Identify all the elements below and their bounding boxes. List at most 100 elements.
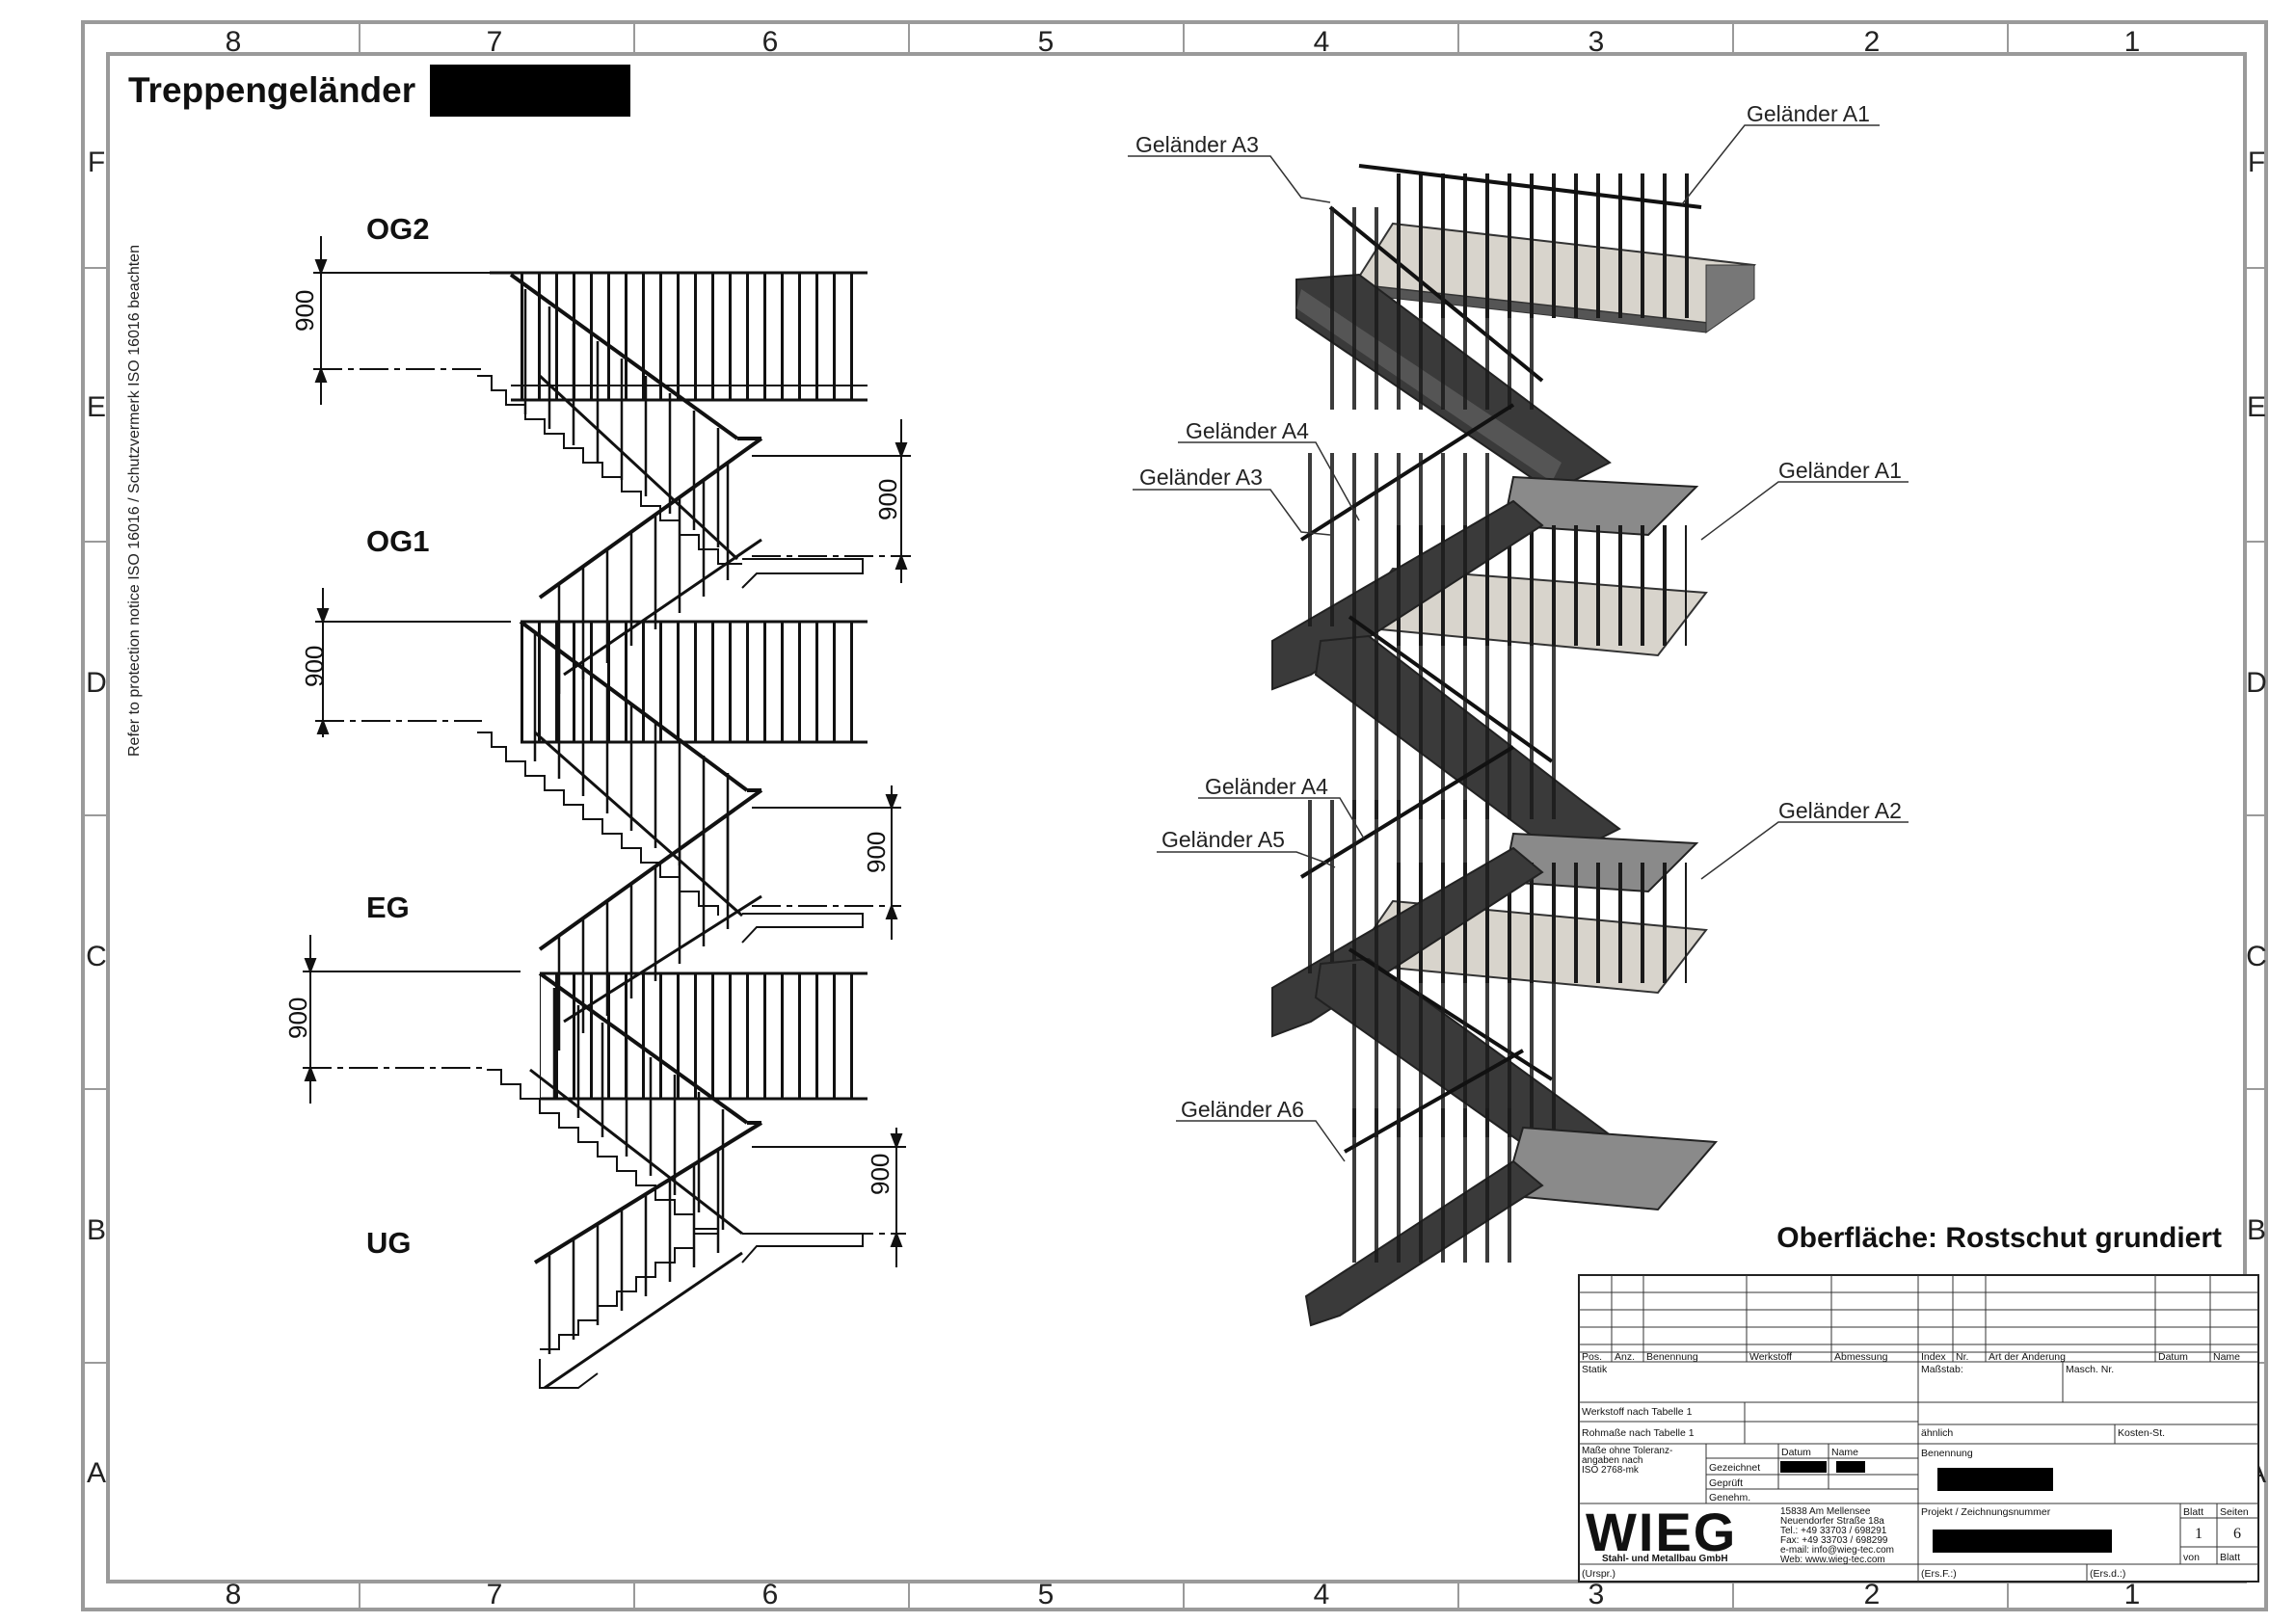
tb-werkstoff-tab: Werkstoff nach Tabelle 1 bbox=[1582, 1406, 1693, 1418]
callout-a4-lower: Geländer A4 bbox=[1205, 774, 1328, 799]
tb-von-label: von bbox=[2183, 1552, 2200, 1563]
dimension-eg-right: 900 bbox=[862, 832, 891, 873]
level-label-eg: EG bbox=[366, 891, 410, 924]
flight-3 bbox=[1314, 615, 1621, 860]
tb-geprueft: Geprüft bbox=[1709, 1477, 1743, 1489]
tb-header-pos: Pos. bbox=[1582, 1351, 1602, 1363]
callout-a3-upper: Geländer A3 bbox=[1139, 465, 1263, 490]
grid-row-right-E: E bbox=[2247, 391, 2266, 423]
grid-col-bottom-2: 2 bbox=[1864, 1579, 1881, 1610]
callout-a4-upper: Geländer A4 bbox=[1186, 418, 1309, 443]
grid-row-left-B: B bbox=[87, 1214, 106, 1246]
grid-col-bottom-7: 7 bbox=[487, 1579, 503, 1610]
company-address-3: Tel.: +49 33703 / 698291 bbox=[1780, 1526, 1887, 1536]
tb-tolerance-line2: angaben nach bbox=[1582, 1455, 1642, 1466]
company-address-2: Neuendorfer Straße 18a bbox=[1780, 1516, 1884, 1527]
flight-5 bbox=[1314, 947, 1621, 1173]
tb-benennung-label: Benennung bbox=[1921, 1448, 1973, 1459]
grid-row-left-D: D bbox=[86, 667, 107, 699]
grid-row-left-E: E bbox=[87, 391, 106, 423]
landing-railing-og2 bbox=[490, 271, 868, 402]
tb-header-benennung: Benennung bbox=[1646, 1351, 1698, 1363]
redacted-gezeichnet-datum bbox=[1780, 1461, 1827, 1473]
inner-frame bbox=[106, 52, 2247, 1583]
landing-railing-og1 bbox=[521, 620, 868, 744]
tb-masch-nr: Masch. Nr. bbox=[2066, 1364, 2114, 1375]
tb-aehnlich: ähnlich bbox=[1921, 1427, 1953, 1439]
stair-elevation-view: OG2 OG1 EG UG bbox=[283, 212, 911, 1390]
callout-a1-top: Geländer A1 bbox=[1747, 101, 1870, 126]
tb-massstab: Maßstab: bbox=[1921, 1364, 1963, 1375]
level-label-ug: UG bbox=[366, 1226, 412, 1260]
tb-blatt2-label: Blatt bbox=[2220, 1552, 2240, 1563]
tb-genehm: Genehm. bbox=[1709, 1492, 1750, 1503]
grid-col-bottom-3: 3 bbox=[1589, 1579, 1605, 1610]
redacted-benennung bbox=[1937, 1468, 2053, 1491]
grid-row-left-F: F bbox=[88, 146, 105, 178]
tb-col-datum: Datum bbox=[1781, 1447, 1811, 1458]
tb-col-name: Name bbox=[1831, 1447, 1858, 1458]
callout-a3-top: Geländer A3 bbox=[1135, 132, 1259, 157]
grid-row-left-A: A bbox=[87, 1457, 106, 1489]
protection-notice: Refer to protection notice ISO 16016 / S… bbox=[126, 245, 143, 757]
dimension-ug-right: 900 bbox=[866, 1154, 894, 1195]
dimension-og2: 900 bbox=[290, 290, 319, 332]
grid-row-left-C: C bbox=[86, 941, 107, 972]
grid-col-top-7: 7 bbox=[487, 26, 503, 58]
tb-blatt-label: Blatt bbox=[2183, 1506, 2203, 1518]
drawing-title: Treppengeländer bbox=[128, 70, 415, 110]
tb-header-nr: Nr. bbox=[1956, 1351, 1968, 1363]
grid-col-bottom-6: 6 bbox=[762, 1579, 779, 1610]
tb-header-abmessung: Abmessung bbox=[1834, 1351, 1888, 1363]
tb-projekt-label: Projekt / Zeichnungsnummer bbox=[1921, 1506, 2051, 1518]
tb-rohmasse-tab: Rohmaße nach Tabelle 1 bbox=[1582, 1427, 1695, 1439]
grid-col-bottom-5: 5 bbox=[1038, 1579, 1055, 1610]
grid-col-top-2: 2 bbox=[1864, 26, 1881, 58]
company-address-6: Web: www.wieg-tec.com bbox=[1780, 1555, 1885, 1565]
tb-ersf: (Ers.F.:) bbox=[1921, 1568, 1957, 1580]
tb-header-werkstoff: Werkstoff bbox=[1749, 1351, 1792, 1363]
stair-isometric-view: Geländer A3 Geländer A1 Geländer A4 Gelä… bbox=[1128, 101, 1909, 1327]
company-address-1: 15838 Am Mellensee bbox=[1780, 1506, 1871, 1517]
dimension-og1: 900 bbox=[300, 646, 329, 687]
callout-a1-upper: Geländer A1 bbox=[1778, 458, 1902, 483]
surface-note: Oberfläche: Rostschut grundiert bbox=[1776, 1222, 2222, 1254]
landing-bottom bbox=[1502, 1126, 1719, 1211]
tb-header-aenderung: Art der Änderung bbox=[1989, 1351, 2066, 1363]
grid-col-bottom-4: 4 bbox=[1314, 1579, 1330, 1610]
redacted-projekt bbox=[1933, 1530, 2112, 1553]
grid-col-top-4: 4 bbox=[1314, 26, 1330, 58]
grid-col-bottom-1: 1 bbox=[2124, 1579, 2141, 1610]
callout-a6: Geländer A6 bbox=[1181, 1097, 1304, 1122]
company-address-5: e-mail: info@wieg-tec.com bbox=[1780, 1545, 1894, 1556]
redacted-gezeichnet-name bbox=[1836, 1461, 1865, 1473]
grid-col-bottom-8: 8 bbox=[226, 1579, 242, 1610]
level-label-og1: OG1 bbox=[366, 524, 429, 558]
redacted-title-suffix bbox=[430, 65, 630, 117]
tb-ersd: (Ers.d.:) bbox=[2090, 1568, 2125, 1580]
grid-col-top-5: 5 bbox=[1038, 26, 1055, 58]
flight-6 bbox=[1304, 1049, 1544, 1327]
tb-ursprung: (Urspr.) bbox=[1582, 1568, 1615, 1580]
company-address-4: Fax: +49 33703 / 698299 bbox=[1780, 1535, 1888, 1546]
grid-col-top-6: 6 bbox=[762, 26, 779, 58]
callout-a2: Geländer A2 bbox=[1778, 798, 1902, 823]
callout-leaders bbox=[1128, 124, 1909, 1162]
tb-header-name: Name bbox=[2213, 1351, 2240, 1363]
company-subtitle: Stahl- und Metallbau GmbH bbox=[1602, 1554, 1728, 1564]
grid-row-right-B: B bbox=[2247, 1214, 2266, 1246]
tb-tolerance-line3: ISO 2768-mk bbox=[1582, 1465, 1640, 1476]
dimension-og1-right: 900 bbox=[873, 479, 902, 520]
grid-col-top-8: 8 bbox=[226, 26, 242, 58]
grid-row-right-C: C bbox=[2246, 941, 2267, 972]
tb-blatt-value: 1 bbox=[2195, 1526, 2203, 1542]
tb-tolerance-line1: Maße ohne Toleranz- bbox=[1582, 1446, 1672, 1456]
tb-header-datum: Datum bbox=[2158, 1351, 2188, 1363]
level-label-og2: OG2 bbox=[366, 212, 429, 246]
dimension-eg: 900 bbox=[283, 998, 312, 1039]
grid-col-top-1: 1 bbox=[2124, 26, 2141, 58]
company-logo: WIEG bbox=[1586, 1502, 1737, 1562]
callout-a5: Geländer A5 bbox=[1161, 827, 1285, 852]
flight-1 bbox=[1295, 205, 1612, 493]
